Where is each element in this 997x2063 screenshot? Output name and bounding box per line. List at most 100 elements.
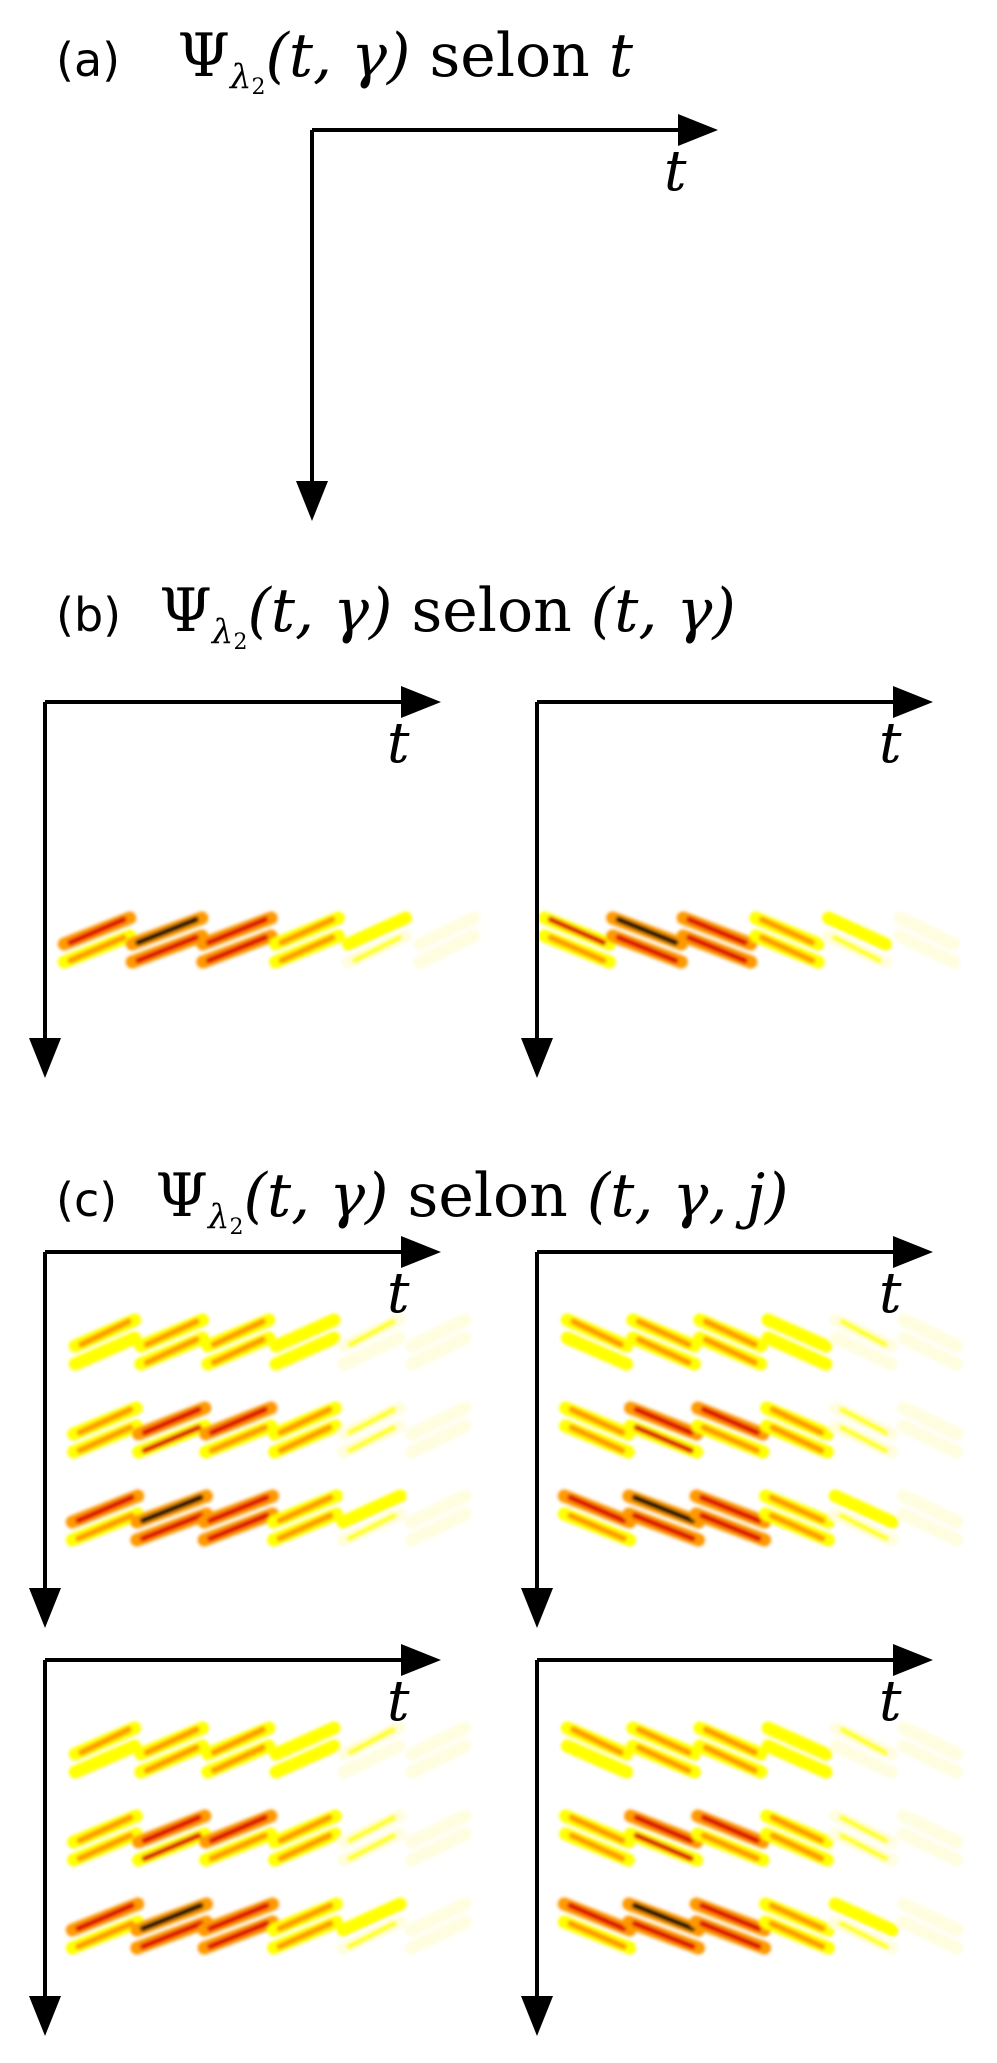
ridge-core bbox=[631, 1512, 696, 1542]
wavelet-band-b-left bbox=[57, 911, 481, 969]
psi-symbol: Ψ bbox=[177, 20, 230, 91]
ridge-core bbox=[135, 934, 199, 964]
ridge-core bbox=[702, 1336, 758, 1366]
t-axis-label: t bbox=[387, 1261, 410, 1326]
ridge-core bbox=[276, 1902, 334, 1932]
panel-b-heading: (b) Ψλ2(t, γ) selon (t, γ) bbox=[56, 565, 997, 665]
ridge-core bbox=[279, 1336, 331, 1366]
axis-frame-c-top-right: t bbox=[521, 1236, 933, 1628]
ridge-core bbox=[346, 1902, 398, 1932]
ridge-core bbox=[207, 1920, 270, 1950]
wavelet-band-c-top-right-row-0 bbox=[560, 1313, 964, 1371]
ridge-core bbox=[278, 934, 336, 964]
ridge-core bbox=[903, 934, 951, 964]
axis-frame-c-bottom-right: t bbox=[521, 1644, 933, 2036]
lambda-index: 2 bbox=[251, 74, 266, 100]
ridge-core bbox=[839, 1318, 889, 1348]
ridge-core bbox=[276, 1494, 334, 1524]
ridge-core bbox=[78, 1726, 132, 1756]
ridge-core bbox=[567, 1920, 627, 1950]
ridge-core bbox=[205, 916, 269, 946]
ridge-core bbox=[567, 1512, 627, 1542]
ridge-core bbox=[769, 1814, 825, 1844]
panel-b-args: (t, γ) bbox=[247, 575, 393, 646]
ridge-core bbox=[414, 1406, 463, 1436]
ridge-core bbox=[686, 916, 748, 946]
ridge-core bbox=[631, 1920, 696, 1950]
panel-a-word: selon bbox=[429, 20, 590, 91]
ridge-core bbox=[414, 1318, 462, 1348]
ridge-core bbox=[143, 1726, 200, 1756]
ridge-core bbox=[769, 1832, 825, 1862]
wavelet-band-c-top-right-row-1 bbox=[559, 1401, 964, 1459]
ridge-core bbox=[414, 1744, 462, 1774]
ridge-core bbox=[906, 1494, 955, 1524]
ridge-core bbox=[67, 916, 127, 946]
ridge-core bbox=[570, 1744, 624, 1774]
ridge-core bbox=[347, 1744, 397, 1774]
ridge-core bbox=[906, 1814, 955, 1844]
ridge-core bbox=[768, 1494, 826, 1524]
ridge-core bbox=[906, 1744, 954, 1774]
ridge-core bbox=[631, 1902, 696, 1932]
ridge-core bbox=[76, 1832, 134, 1862]
ridge-core bbox=[414, 1726, 462, 1756]
t-axis-label: t bbox=[387, 1669, 410, 1734]
ridge-core bbox=[906, 1336, 954, 1366]
lambda-symbol: λ bbox=[211, 611, 234, 652]
t-axis-label: t bbox=[879, 1669, 902, 1734]
ridge-core bbox=[276, 1920, 334, 1950]
lambda-index: 2 bbox=[229, 1214, 244, 1240]
ridge-core bbox=[75, 1512, 135, 1542]
ridge-core bbox=[769, 1406, 825, 1436]
ridge-core bbox=[205, 934, 269, 964]
ridge-core bbox=[838, 1494, 890, 1524]
ridge-core bbox=[700, 1424, 760, 1454]
ridge-core bbox=[279, 1318, 331, 1348]
ridge-core bbox=[141, 1424, 202, 1454]
axis-frame-b-right: t bbox=[521, 686, 933, 1078]
ridge-core bbox=[75, 1494, 135, 1524]
ridge-core bbox=[702, 1744, 758, 1774]
ridge-core bbox=[277, 1424, 333, 1454]
ridge-core bbox=[758, 916, 816, 946]
ridge-core bbox=[347, 1336, 397, 1366]
ridge-core bbox=[839, 1726, 889, 1756]
ridge-core bbox=[635, 1726, 692, 1756]
ridge-core bbox=[143, 1318, 200, 1348]
panel-c-formula: Ψλ2(t, γ) selon (t, γ, j) bbox=[117, 1161, 788, 1240]
ridge-core bbox=[568, 1406, 626, 1436]
ridge-core bbox=[839, 1336, 889, 1366]
ridge-core bbox=[567, 1902, 627, 1932]
ridge-core bbox=[771, 1726, 823, 1756]
ridge-core bbox=[768, 1902, 826, 1932]
ridge-core bbox=[906, 1318, 954, 1348]
ridge-core bbox=[769, 1424, 825, 1454]
ridge-core bbox=[208, 1814, 268, 1844]
axis-frame-c-bottom-left: t bbox=[29, 1644, 441, 2036]
ridge-core bbox=[67, 934, 127, 964]
wavelet-band-c-bottom-left-row-2 bbox=[65, 1897, 472, 1955]
ridge-core bbox=[839, 1744, 889, 1774]
ridge-core bbox=[568, 1832, 626, 1862]
ridge-core bbox=[277, 1814, 333, 1844]
panel-b-along: (t, γ) bbox=[590, 575, 736, 646]
ridge-core bbox=[771, 1744, 823, 1774]
ridge-core bbox=[78, 1318, 132, 1348]
ridge-core bbox=[76, 1814, 134, 1844]
panel-b-letter: (b) bbox=[56, 588, 122, 642]
ridge-core bbox=[207, 1902, 270, 1932]
ridge-core bbox=[278, 916, 336, 946]
psi-symbol: Ψ bbox=[155, 1160, 208, 1231]
ridge-core bbox=[279, 1744, 331, 1774]
wavelet-band-c-bottom-right-row-1 bbox=[559, 1809, 964, 1867]
ridge-core bbox=[768, 1512, 826, 1542]
ridge-core bbox=[615, 916, 679, 946]
ridge-core bbox=[903, 916, 951, 946]
panel-c-heading: (c) Ψλ2(t, γ) selon (t, γ, j) bbox=[56, 1150, 997, 1250]
ridge-core bbox=[906, 1902, 955, 1932]
panel-c-letter: (c) bbox=[56, 1173, 118, 1227]
wavelet-band-c-bottom-right-row-2 bbox=[557, 1897, 964, 1955]
